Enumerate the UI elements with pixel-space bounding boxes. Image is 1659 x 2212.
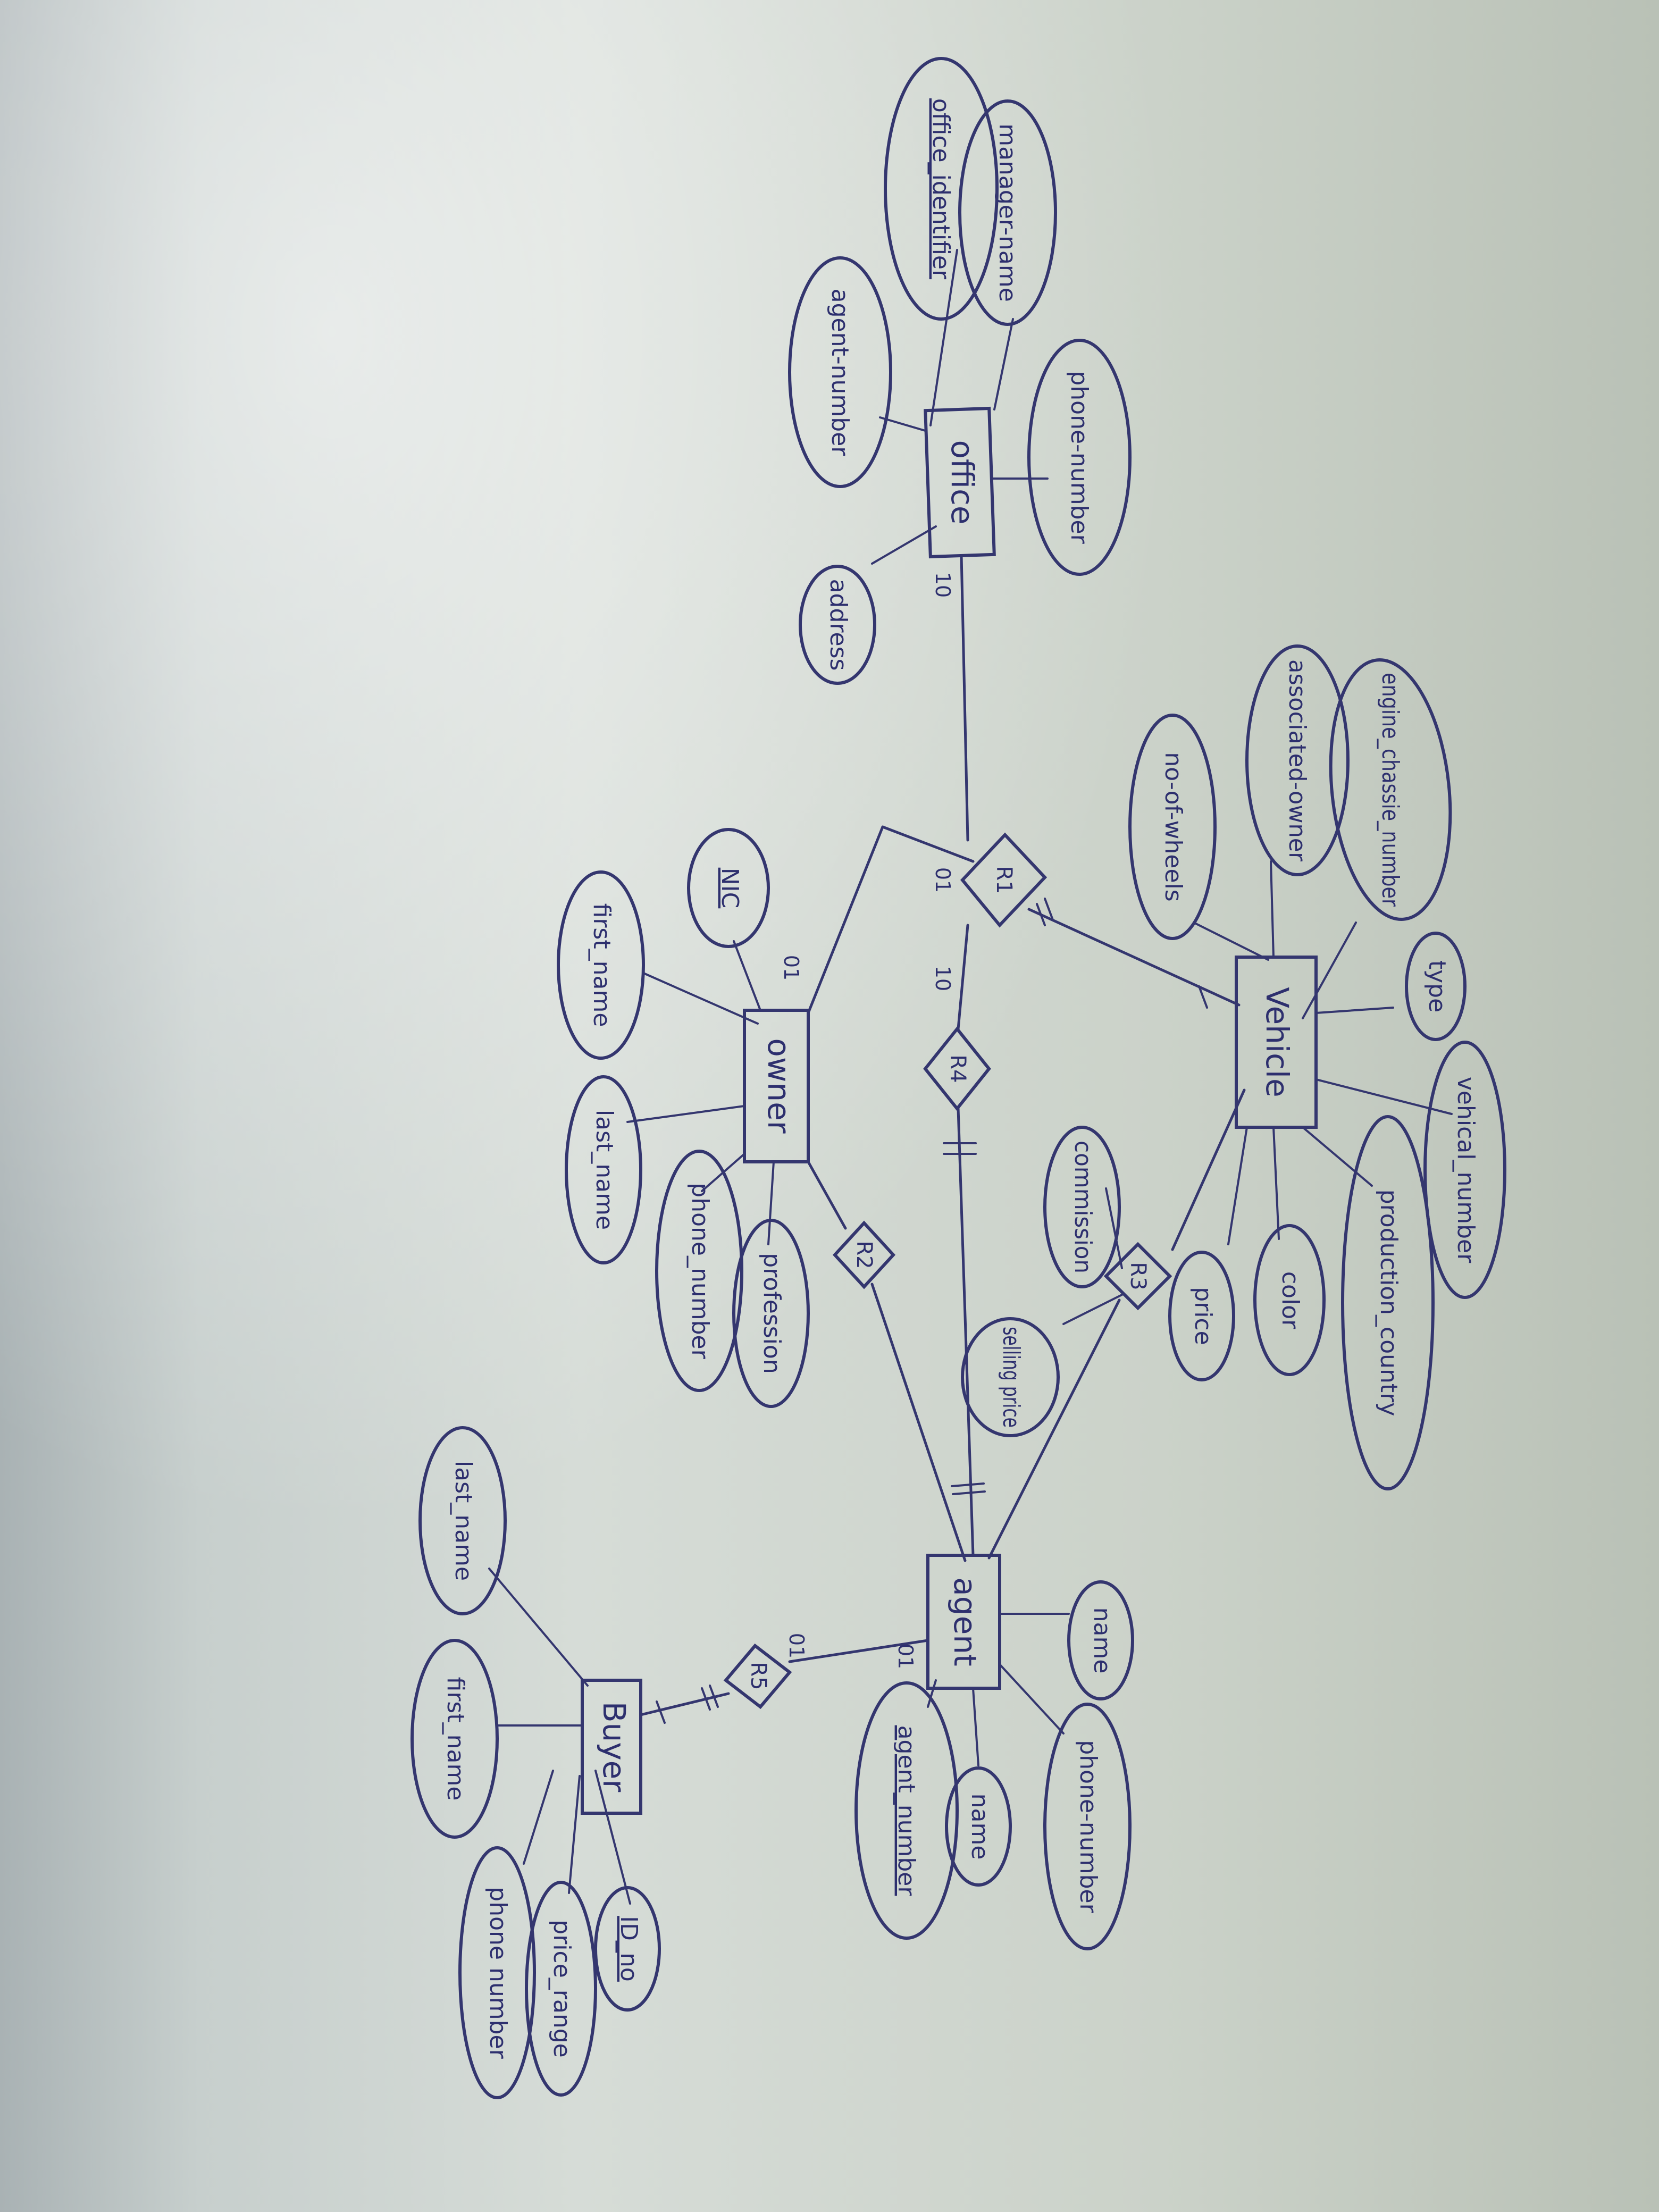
attribute-vehical-number: vehical_number (1423, 1041, 1506, 1299)
cardinality-r1-owner-side: 01 (780, 955, 803, 981)
entity-office-label: office (944, 440, 981, 524)
attribute-buyer-first-name: first_name (410, 1639, 499, 1839)
attribute-buyer-price-range: price_range (525, 1881, 597, 2097)
attribute-vehical-number-label: vehical_number (1452, 1077, 1479, 1263)
attribute-buyer-first-name-label: first_name (442, 1677, 469, 1801)
attribute-buyer-id-no-label: ID_no (615, 1916, 642, 1982)
attribute-associated-owner: associated-owner (1245, 644, 1350, 876)
attribute-associated-owner-label: associated-owner (1284, 659, 1311, 862)
relationship-r4-label: R4 (945, 1054, 970, 1083)
cardinality-r5-agent-side: 01 (894, 1644, 917, 1669)
attribute-office-identifier: office_identifier (884, 57, 999, 321)
attribute-type-label: type (1423, 960, 1451, 1012)
attribute-buyer-price-range-label: price_range (548, 1920, 575, 2057)
attribute-agent-name-bottom: name (945, 1766, 1012, 1887)
attribute-commission: commission (1043, 1126, 1121, 1288)
attribute-agent-number: agent_number (854, 1681, 959, 1940)
entity-vehicle: Vehicle (1235, 956, 1318, 1129)
attribute-agent-name-top-label: name (1088, 1607, 1116, 1674)
attribute-agent-phone-number-label: phone-number (1075, 1740, 1102, 1913)
relationship-r4: R4 (923, 1026, 991, 1111)
cardinality-office-side: 10 (931, 572, 954, 598)
attribute-price-label: price (1189, 1287, 1217, 1345)
attribute-owner-profession: profession (732, 1219, 810, 1408)
attribute-agent-number-label: agent_number (893, 1725, 920, 1897)
entity-buyer: Buyer (581, 1679, 642, 1815)
attribute-nic: NIC (687, 828, 770, 948)
attribute-color-label: color (1277, 1271, 1304, 1329)
entity-owner-label: owner (761, 1038, 797, 1133)
attribute-office-phone-number-label: phone-number (1066, 371, 1093, 544)
relationship-r2: R2 (832, 1220, 896, 1289)
connector-lines (488, 249, 1453, 1905)
entity-office: office (924, 406, 996, 559)
attribute-selling-price-label: selling price (998, 1327, 1025, 1428)
attribute-selling-price: selling price (961, 1317, 1060, 1437)
attribute-no-of-wheels: no-of-wheels (1128, 714, 1217, 940)
attribute-office-address: address (799, 565, 876, 685)
attribute-manager-name: manager-name (958, 99, 1057, 326)
cardinality-r1-office-side: 01 (931, 867, 954, 893)
relationship-r1: R1 (960, 832, 1048, 928)
cardinality-r4-office-side: 10 (931, 966, 954, 991)
relationship-r5: R5 (723, 1643, 792, 1710)
relationship-r2-label: R2 (852, 1241, 876, 1269)
attribute-buyer-phone-number-label: phone number (484, 1887, 512, 2059)
relationship-r1-label: R1 (992, 866, 1016, 894)
attribute-owner-phone-number: phone_number (655, 1150, 743, 1392)
relationship-r3-label: R3 (1126, 1262, 1150, 1290)
attribute-buyer-last-name: last_name (418, 1426, 507, 1615)
attribute-engine-chassis-number: engine_chassie_number (1329, 658, 1452, 921)
attribute-agent-name-bottom-label: name (966, 1794, 993, 1860)
entity-owner: owner (743, 1009, 810, 1163)
entity-agent-label: agent (947, 1577, 983, 1666)
attribute-owner-last-name-label: last_name (591, 1110, 618, 1230)
attribute-office-phone-number: phone-number (1027, 339, 1132, 576)
cardinality-r5-buyer-side: 01 (785, 1633, 808, 1658)
relationship-r3: R3 (1103, 1242, 1172, 1311)
attribute-manager-name-label: manager-name (994, 123, 1021, 302)
attribute-buyer-last-name-label: last_name (450, 1461, 477, 1581)
entity-buyer-label: Buyer (596, 1702, 632, 1792)
attribute-buyer-phone-number: phone number (458, 1846, 536, 2099)
relationship-r5-label: R5 (746, 1662, 770, 1690)
entity-vehicle-label: Vehicle (1259, 987, 1295, 1097)
attribute-commission-label: commission (1069, 1141, 1096, 1273)
attribute-engine-chassis-number-label: engine_chassie_number (1377, 673, 1404, 907)
attribute-color: color (1253, 1224, 1326, 1376)
attribute-production-country: production_country (1341, 1115, 1435, 1490)
attribute-buyer-id-no: ID_no (594, 1886, 661, 2012)
attribute-no-of-wheels-label: no-of-wheels (1160, 752, 1187, 901)
attribute-agent-name-top: name (1067, 1580, 1134, 1700)
attribute-agent-phone-number: phone-number (1043, 1703, 1132, 1950)
attribute-owner-first-name-label: first_name (588, 903, 615, 1027)
attribute-nic-label: NIC (716, 868, 743, 909)
attribute-owner-phone-number-label: phone_number (686, 1183, 714, 1359)
attribute-production-country-label: production_country (1375, 1189, 1402, 1417)
attribute-office-agent-number: agent-number (788, 256, 892, 488)
entity-agent: agent (926, 1554, 1001, 1690)
attribute-type: type (1405, 932, 1467, 1041)
attribute-office-identifier-label: office_identifier (927, 98, 954, 280)
attribute-price: price (1168, 1251, 1235, 1381)
attribute-owner-last-name: last_name (565, 1075, 642, 1264)
attribute-owner-first-name: first_name (557, 870, 645, 1060)
attribute-office-address-label: address (825, 579, 852, 671)
attribute-owner-profession-label: profession (758, 1253, 785, 1373)
cardinality-labels: 10 01 01 10 01 01 (780, 572, 954, 1669)
attribute-office-agent-number-label: agent-number (826, 289, 853, 457)
